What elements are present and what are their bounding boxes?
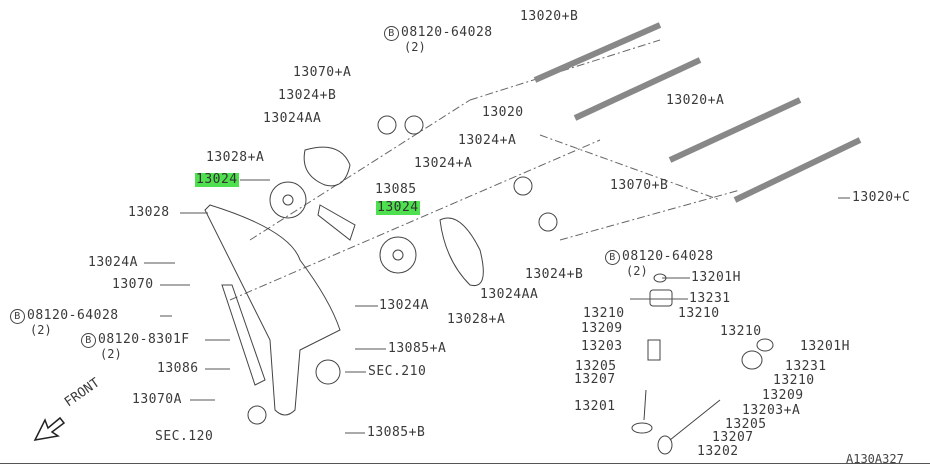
part-label-13210: 13210 (773, 373, 815, 388)
bottom-divider (0, 463, 930, 464)
part-label-13231: 13231 (689, 291, 731, 306)
sec210-part (315, 359, 341, 385)
part-label-13020-b: 13020+B (520, 9, 579, 24)
section-ref-sec120[interactable]: SEC.120 (155, 429, 214, 444)
bolt-symbol-icon: B (605, 250, 620, 265)
part-label-13231: 13231 (785, 359, 827, 374)
bolt-symbol-icon: B (81, 333, 96, 348)
bolt-symbol-icon: B (384, 26, 399, 41)
part-number: 08120-8301F (98, 332, 190, 347)
part-label-13085-a: 13085+A (388, 341, 447, 356)
part-label-13205: 13205 (725, 417, 767, 432)
part-label-13086: 13086 (157, 361, 199, 376)
part-label-13070a: 13070A (132, 392, 182, 407)
part-label-13070-b: 13070+B (610, 178, 669, 193)
quantity: (2) (404, 40, 426, 54)
chains (204, 146, 484, 416)
quantity: (2) (626, 264, 648, 278)
part-label-13207: 13207 (712, 430, 754, 445)
part-label-13020-c: 13020+C (852, 190, 911, 205)
part-number: 08120-64028 (622, 249, 714, 264)
part-number: 08120-64028 (27, 308, 119, 323)
valves (631, 273, 774, 455)
part-label-13024aa: 13024AA (480, 287, 539, 302)
part-number: 08120-64028 (401, 25, 493, 40)
quantity: (2) (100, 347, 122, 361)
part-label-13210: 13210 (583, 306, 625, 321)
sprockets (247, 115, 558, 425)
part-label-13209: 13209 (762, 388, 804, 403)
highlighted-part-13024[interactable]: 13024 (195, 172, 239, 187)
part-label-13020-a: 13020+A (666, 93, 725, 108)
part-label-13209: 13209 (581, 321, 623, 336)
part-label-13028: 13028 (128, 205, 170, 220)
camshafts (533, 22, 862, 203)
part-label-13070: 13070 (112, 277, 154, 292)
part-label-13203-a: 13203+A (742, 403, 801, 418)
part-label-13024-b: 13024+B (525, 267, 584, 282)
part-label-13028-a: 13028+A (447, 312, 506, 327)
part-label-13024a: 13024A (379, 298, 429, 313)
leader-lines (144, 179, 850, 434)
part-label-13024-b: 13024+B (278, 88, 337, 103)
part-label-13024-a: 13024+A (458, 133, 517, 148)
guides (221, 204, 356, 386)
part-label-13210: 13210 (678, 306, 720, 321)
sprocket-13024 (269, 181, 307, 219)
section-ref-sec210[interactable]: SEC.210 (368, 364, 427, 379)
quantity: (2) (30, 323, 52, 337)
part-label-13210: 13210 (720, 324, 762, 339)
part-label-13024-a: 13024+A (414, 156, 473, 171)
part-label-13202: 13202 (697, 444, 739, 459)
sprocket-13024-2 (379, 236, 417, 274)
front-arrow (33, 416, 66, 441)
part-label-13207: 13207 (574, 372, 616, 387)
part-label-13203: 13203 (581, 339, 623, 354)
part-label-13024aa: 13024AA (263, 111, 322, 126)
part-label-13085: 13085 (375, 182, 417, 197)
bolt-symbol-icon: B (10, 309, 25, 324)
part-label-13201h: 13201H (800, 339, 850, 354)
part-label-13028-a: 13028+A (206, 150, 265, 165)
highlighted-part-13024[interactable]: 13024 (376, 200, 420, 215)
part-label-13070-a: 13070+A (293, 65, 352, 80)
part-label-13201: 13201 (574, 399, 616, 414)
part-label-13201h: 13201H (691, 270, 741, 285)
part-label-13205: 13205 (575, 359, 617, 374)
part-label-13085-b: 13085+B (367, 425, 426, 440)
part-label-13024a: 13024A (88, 255, 138, 270)
part-label-13020: 13020 (482, 105, 524, 120)
diagram-code: A130A327 (846, 452, 904, 465)
